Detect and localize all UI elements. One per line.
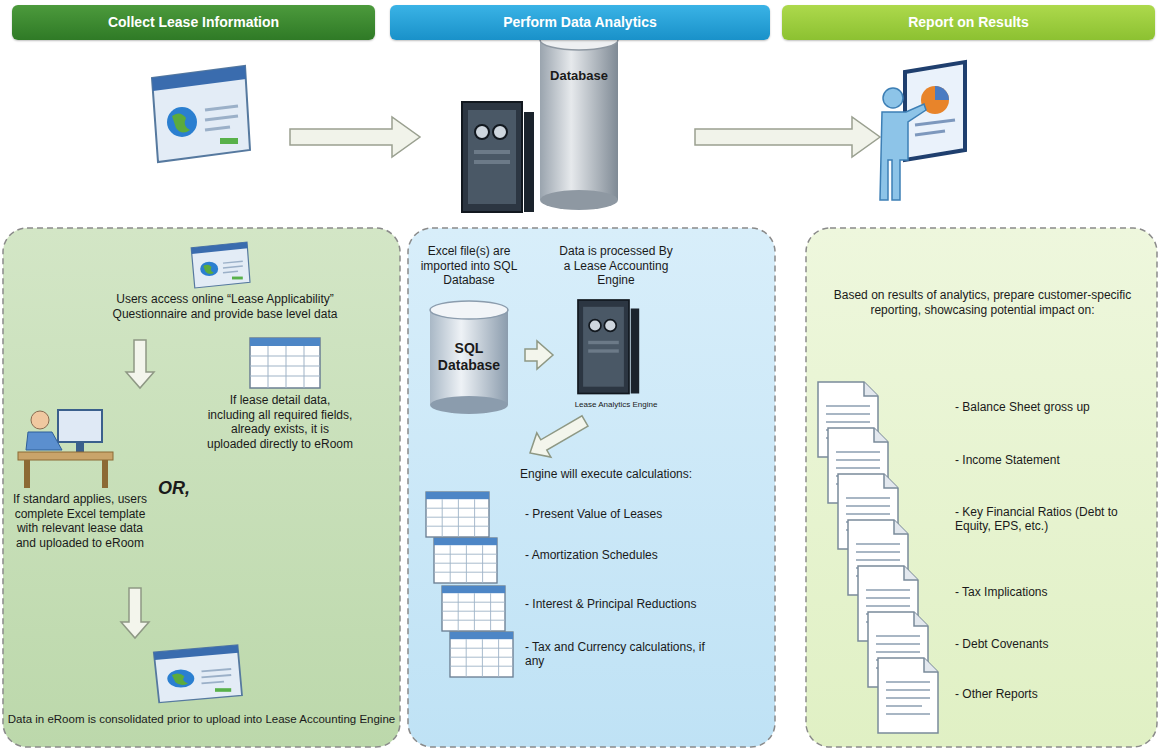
step-box: If standard applies, users complete Exce… <box>10 390 150 585</box>
box-item: - Present Value of Leases <box>525 507 725 522</box>
box-text: Based on results of analytics, prepare c… <box>825 288 1140 317</box>
box-text: Excel file(s) are imported into SQL Data… <box>415 244 523 288</box>
database-cylinder: Database <box>540 30 618 210</box>
box-item: - Key Financial Ratios (Debt to Equity, … <box>955 505 1140 534</box>
flow-arrow <box>121 588 149 638</box>
calculation-list: Engine will execute calculations: - Prese… <box>415 455 770 740</box>
header-band: Collect Lease Information <box>12 5 375 40</box>
box-text: Data is processed By a Lease Accounting … <box>555 244 677 288</box>
box-item: - Amortization Schedules <box>525 548 725 563</box>
box-item: - Balance Sheet gross up <box>955 400 1145 415</box>
box-text: Engine will execute calculations: <box>520 467 755 482</box>
box-text: Perform Data Analytics <box>390 14 770 31</box>
analytics-engine: Data is processed By a Lease Accounting … <box>555 240 677 418</box>
step-box: Users access online “Lease Applicability… <box>100 240 350 337</box>
box-text: Database <box>540 68 618 84</box>
box-item: - Debt Covenants <box>955 637 1145 652</box>
flow-arrow <box>530 416 588 457</box>
box-item: - Other Reports <box>955 687 1145 702</box>
box-text: If standard applies, users complete Exce… <box>10 492 150 551</box>
box-item: - Interest & Principal Reductions <box>525 597 725 612</box>
box-item: - Tax Implications <box>955 585 1145 600</box>
sql-database: Excel file(s) are imported into SQL Data… <box>415 240 523 418</box>
header-band: Perform Data Analytics <box>390 5 770 40</box>
header-band: Report on Results <box>782 5 1155 40</box>
box-item: - Tax and Currency calculations, if any <box>525 640 710 669</box>
or-label: OR, <box>158 478 190 499</box>
box-item: Lease Analytics Engine <box>555 400 677 410</box>
flow-arrow <box>525 341 553 369</box>
box-text: If lease detail data, including all requ… <box>205 393 355 452</box>
step-box: If lease detail data, including all requ… <box>205 335 355 495</box>
flow-arrow <box>126 340 154 388</box>
box-text: Collect Lease Information <box>12 14 375 31</box>
box-item: - Income Statement <box>955 453 1145 468</box>
box-item: SQL Database <box>430 340 508 374</box>
report-list: Based on results of analytics, prepare c… <box>815 240 1153 740</box>
step-box: Data in eRoom is consolidated prior to u… <box>5 640 398 745</box>
box-text: Report on Results <box>782 14 1155 31</box>
box-text: Users access online “Lease Applicability… <box>100 292 350 321</box>
box-text: Data in eRoom is consolidated prior to u… <box>5 712 398 726</box>
